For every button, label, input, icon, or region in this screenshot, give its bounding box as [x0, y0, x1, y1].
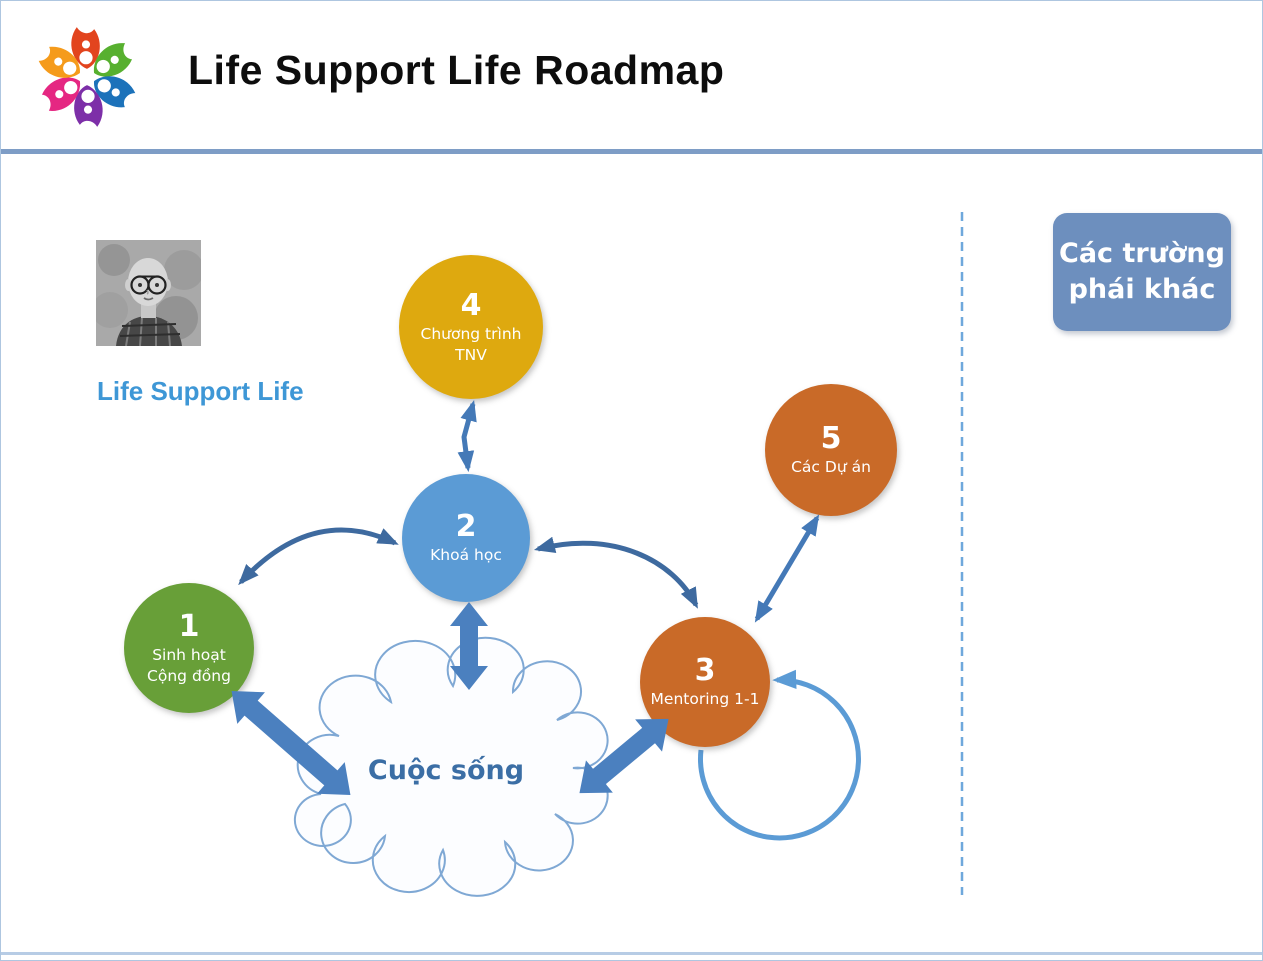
- node-number: 4: [460, 288, 482, 324]
- node-4-chuong-trinh-tnv: 4 Chương trình TNV: [399, 255, 543, 399]
- node-number: 2: [455, 509, 477, 545]
- node-label: Khoá học: [430, 546, 502, 565]
- node-5-cac-du-an: 5 Các Dự án: [765, 384, 897, 516]
- header: Life Support Life Roadmap: [1, 1, 1262, 149]
- footer-line: [1, 952, 1262, 955]
- profile-photo: [96, 240, 201, 346]
- flower-logo-icon: [38, 27, 136, 127]
- node-label: Mentoring 1-1: [650, 690, 760, 709]
- brand-name: Life Support Life: [97, 376, 304, 406]
- node-label: Chương trình: [420, 325, 522, 344]
- node-3-mentoring: 3 Mentoring 1-1: [640, 617, 770, 747]
- page-title: Life Support Life Roadmap: [188, 47, 725, 93]
- node-label: Các Dự án: [791, 458, 871, 477]
- node-label: Cộng đồng: [147, 666, 231, 685]
- node-2-khoa-hoc: 2 Khoá học: [402, 474, 530, 602]
- side-box-other-schools: Các trường phái khác: [1053, 213, 1231, 331]
- side-box-line: Các trường: [1059, 237, 1225, 269]
- node-label: Sinh hoạt: [152, 646, 226, 665]
- diagram-canvas: Life Support Life 1 Sinh hoạt Cộng đồng …: [1, 154, 1262, 954]
- block-arrow-1-life: [231, 690, 351, 796]
- arrow-5-3: [754, 514, 820, 623]
- side-box-line: phái khác: [1068, 274, 1216, 305]
- header-divider: [1, 149, 1262, 154]
- node-label: TNV: [455, 345, 487, 364]
- node-number: 3: [694, 653, 716, 689]
- arrow-4-2: [457, 399, 477, 473]
- block-arrow-2-life: [450, 602, 488, 690]
- arrow-1-2: [238, 527, 399, 586]
- node-number: 5: [820, 421, 842, 457]
- cloud-label: Cuộc sống: [367, 755, 525, 786]
- node-number: 1: [178, 609, 200, 645]
- arrow-2-3: [533, 536, 699, 609]
- node-1-sinh-hoat-cong-dong: 1 Sinh hoạt Cộng đồng: [124, 583, 254, 713]
